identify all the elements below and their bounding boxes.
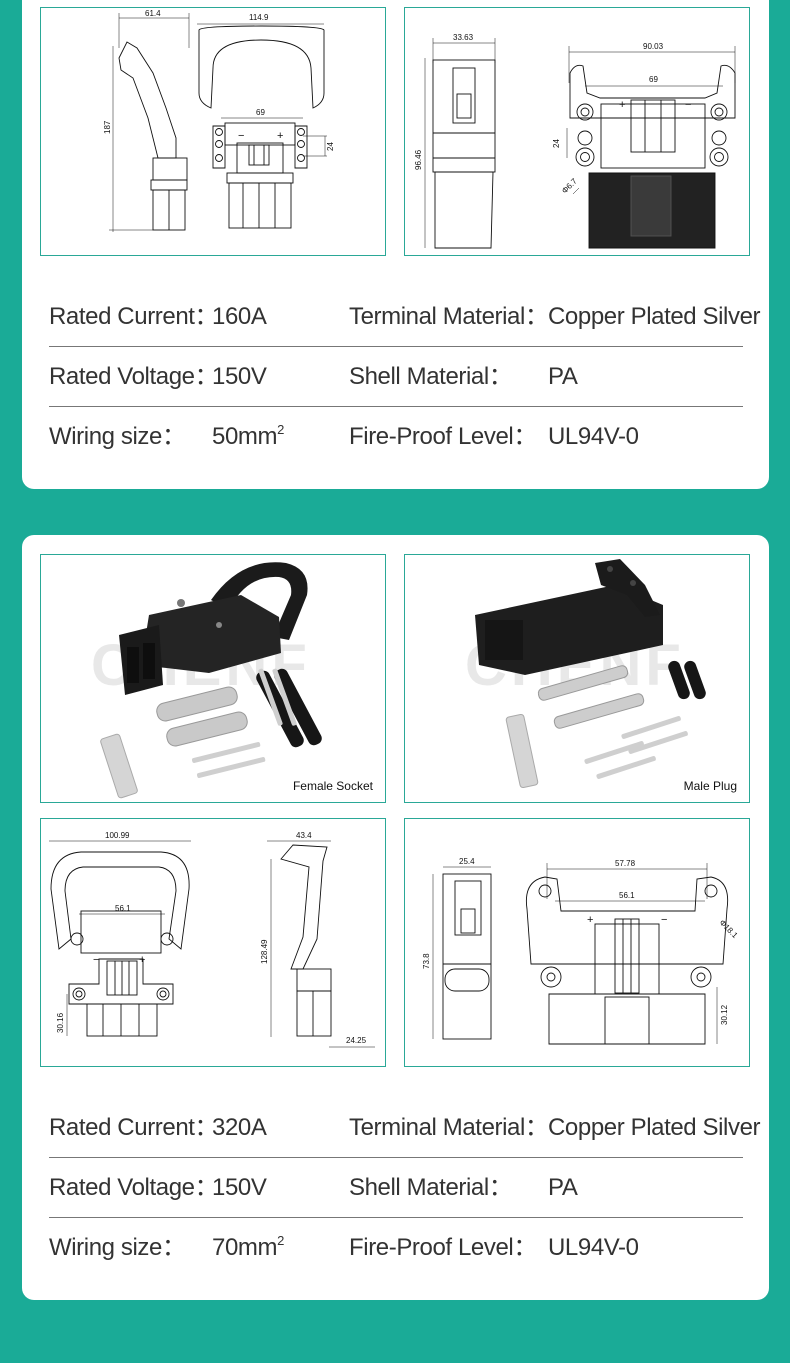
spec-value: 160A: [212, 303, 267, 330]
spec-label: Rated Current：: [49, 1114, 219, 1141]
spec-row: Rated Voltage： 150V Shell Material： PA: [49, 347, 743, 407]
drawing-panel-socket-160a: 61.4 187 114.: [40, 7, 386, 256]
plus-symbol: +: [277, 130, 283, 142]
dim-plug-front-pitch-320a: 56.1: [619, 891, 635, 900]
wiring-size-value: 50mm: [212, 423, 278, 450]
minus-symbol: −: [238, 130, 244, 142]
dim-front-pitch-160a: 69: [256, 108, 265, 117]
dim-front-offset-160a: 24: [326, 142, 335, 151]
dim-side-base-320a: 24.25: [346, 1036, 367, 1045]
spec-row: Wiring size： 70mm2 Fire-Proof Level： UL9…: [49, 1218, 743, 1277]
spec-value: 50mm2: [212, 407, 284, 466]
spec-label: Rated Voltage：: [49, 363, 219, 390]
side-view-320a: [267, 840, 375, 1048]
spec-value: UL94V-0: [548, 1234, 639, 1261]
superscript: 2: [277, 422, 284, 437]
front-view-plug-160a: [566, 46, 736, 249]
socket-160a-drawing: 61.4 187 114.: [103, 9, 335, 232]
spec-label: Wiring size：: [49, 423, 186, 450]
dim-plug-side-height-320a: 73.8: [422, 953, 431, 969]
spec-label: Fire-Proof Level：: [349, 423, 537, 450]
photo-caption: Female Socket: [292, 779, 373, 793]
spec-row: Wiring size： 50mm2 Fire-Proof Level： UL9…: [49, 407, 743, 466]
spec-value: 150V: [212, 363, 267, 390]
dim-plug-side-width-320a: 25.4: [459, 857, 475, 866]
spec-label: Shell Material：: [349, 363, 513, 390]
side-view-160a: [109, 13, 190, 232]
spec-card-320a: CHENF Female Socket: [22, 535, 769, 1300]
photo-panel-male-plug: CHENF Male Plug: [404, 554, 750, 803]
drawing-panel-socket-320a: 100.99 56.1 30.16 − + 43.4 128.49 24.25: [40, 818, 386, 1067]
dim-front-offset-320a: 30.16: [56, 1012, 65, 1033]
spec-row: Rated Current： 320A Terminal Material： C…: [49, 1098, 761, 1158]
wiring-size-value: 70mm: [212, 1234, 278, 1261]
plus-symbol: +: [139, 954, 145, 966]
minus-symbol: −: [685, 99, 691, 111]
dim-front-pitch-320a: 56.1: [115, 904, 131, 913]
socket-320a-drawing: 100.99 56.1 30.16 − + 43.4 128.49 24.25: [49, 831, 375, 1048]
dim-plug-front-offset-160a: 24: [552, 139, 561, 148]
dim-front-width-160a: 114.9: [249, 13, 269, 22]
plug-160a-drawing: 33.63 96.46 90.03 69: [414, 33, 736, 249]
spec-value: 70mm2: [212, 1218, 284, 1277]
spec-label: Terminal Material：: [349, 1114, 549, 1141]
spec-table-320a: Rated Current： 320A Terminal Material： C…: [49, 1098, 761, 1277]
plus-symbol: +: [619, 99, 625, 111]
spec-card-160a: 61.4 187 114.: [22, 0, 769, 489]
dim-plug-hole-320a: Φ18.1: [718, 918, 740, 940]
dim-side-width-320a: 43.4: [296, 831, 312, 840]
dim-plug-front-width-320a: 57.78: [615, 859, 636, 868]
spec-label: Rated Current：: [49, 303, 219, 330]
spec-value: PA: [548, 363, 578, 390]
spec-value: Copper Plated Silver: [548, 303, 761, 330]
spec-value: Copper Plated Silver: [548, 1114, 761, 1141]
spec-label: Wiring size：: [49, 1234, 186, 1261]
drawing-panel-plug-160a: 33.63 96.46 90.03 69: [404, 7, 750, 256]
photo-caption: Male Plug: [683, 779, 737, 793]
minus-symbol: −: [661, 914, 667, 926]
dim-plug-side-width-160a: 33.63: [453, 33, 474, 42]
dim-side-height-320a: 128.49: [260, 939, 269, 964]
spec-label: Terminal Material：: [349, 303, 549, 330]
female-socket-photo: CHENF: [91, 562, 322, 799]
spec-table-160a: Rated Current： 160A Terminal Material： C…: [49, 287, 761, 466]
dim-side-height-160a: 187: [103, 120, 112, 134]
dim-plug-front-width-160a: 90.03: [643, 42, 664, 51]
spec-label: Rated Voltage：: [49, 1174, 219, 1201]
dim-plug-hole-160a: Φ6.7: [560, 176, 579, 195]
spec-value: PA: [548, 1174, 578, 1201]
front-view-320a: [49, 840, 191, 1037]
dim-front-width-320a: 100.99: [105, 831, 130, 840]
dim-plug-front-offset-320a: 30.12: [720, 1004, 729, 1025]
spec-label: Shell Material：: [349, 1174, 513, 1201]
spec-value: UL94V-0: [548, 423, 639, 450]
dim-plug-side-height-160a: 96.46: [414, 149, 423, 170]
dim-plug-front-pitch-160a: 69: [649, 75, 658, 84]
drawing-panel-plug-320a: 25.4 73.8 57.78 56.1 30.12 Φ1: [404, 818, 750, 1067]
spec-value: 150V: [212, 1174, 267, 1201]
male-plug-photo: CHENF: [465, 559, 706, 789]
spec-label: Fire-Proof Level：: [349, 1234, 537, 1261]
side-view-plug-320a: [432, 866, 492, 1040]
spec-row: Rated Current： 160A Terminal Material： C…: [49, 287, 761, 347]
spec-row: Rated Voltage： 150V Shell Material： PA: [49, 1158, 743, 1218]
front-view-160a: [197, 23, 327, 229]
side-view-plug-160a: [424, 38, 496, 249]
spec-value: 320A: [212, 1114, 267, 1141]
dim-side-width-160a: 61.4: [145, 9, 161, 18]
superscript: 2: [277, 1233, 284, 1248]
plug-320a-drawing: 25.4 73.8 57.78 56.1 30.12 Φ1: [422, 857, 740, 1045]
photo-panel-female-socket: CHENF Female Socket: [40, 554, 386, 803]
plus-symbol: +: [587, 914, 593, 926]
front-view-plug-320a: [525, 863, 729, 1045]
minus-symbol: −: [93, 954, 99, 966]
